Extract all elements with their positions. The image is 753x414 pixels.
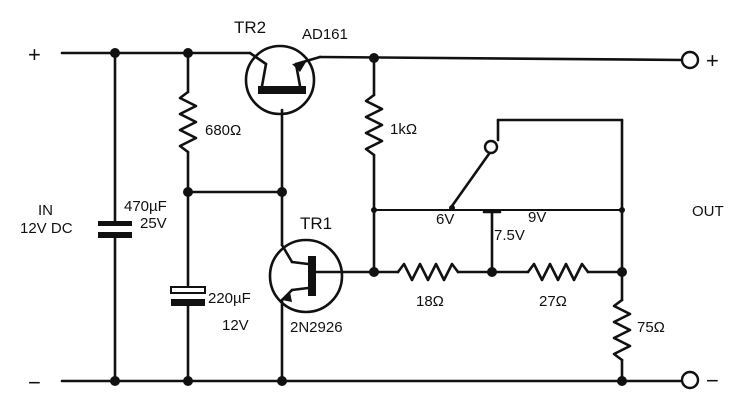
switch-6v-label: 6V <box>436 211 454 228</box>
tr1-name-label: TR1 <box>300 214 332 233</box>
positive-rail <box>60 51 685 62</box>
voltage-selector-switch[interactable] <box>449 118 624 274</box>
input-label: IN <box>38 202 53 219</box>
c2-value-label: 220µF <box>208 290 251 307</box>
tr1-part-label: 2N2926 <box>290 319 343 336</box>
junction-dots <box>110 48 627 386</box>
transistor-tr2 <box>244 44 322 116</box>
resistor-r4 <box>526 262 624 282</box>
switch-9v-label: 9V <box>528 209 546 226</box>
switch-7v5-label: 7.5V <box>494 227 525 244</box>
input-voltage-label: 12V DC <box>20 220 73 237</box>
output-plus-sign: + <box>706 48 719 73</box>
r5-value-label: 75Ω <box>637 319 665 336</box>
r4-value-label: 27Ω <box>539 293 567 310</box>
c2-voltage-label: 12V <box>222 317 249 334</box>
output-negative-terminal[interactable] <box>680 370 700 390</box>
c1-voltage-label: 25V <box>140 215 167 232</box>
capacitor-c1 <box>98 51 132 383</box>
resistor-r3 <box>372 262 530 282</box>
resistor-r5 <box>612 270 632 383</box>
input-plus-sign: + <box>28 42 41 67</box>
output-label: OUT <box>692 203 724 220</box>
r2-value-label: 1kΩ <box>390 121 417 138</box>
tr2-part-label: AD161 <box>302 26 348 43</box>
c1-value-label: 470µF <box>124 198 167 215</box>
capacitor-c2 <box>170 286 206 383</box>
output-minus-sign: − <box>706 368 719 393</box>
input-minus-sign: − <box>28 370 41 395</box>
resistor-r1 <box>178 51 198 287</box>
output-positive-terminal[interactable] <box>680 50 700 70</box>
transistor-tr1 <box>268 238 376 383</box>
r1-value-label: 680Ω <box>205 122 241 139</box>
r3-value-label: 18Ω <box>416 293 444 310</box>
tr2-name-label: TR2 <box>234 18 266 37</box>
resistor-r2 <box>364 56 384 274</box>
